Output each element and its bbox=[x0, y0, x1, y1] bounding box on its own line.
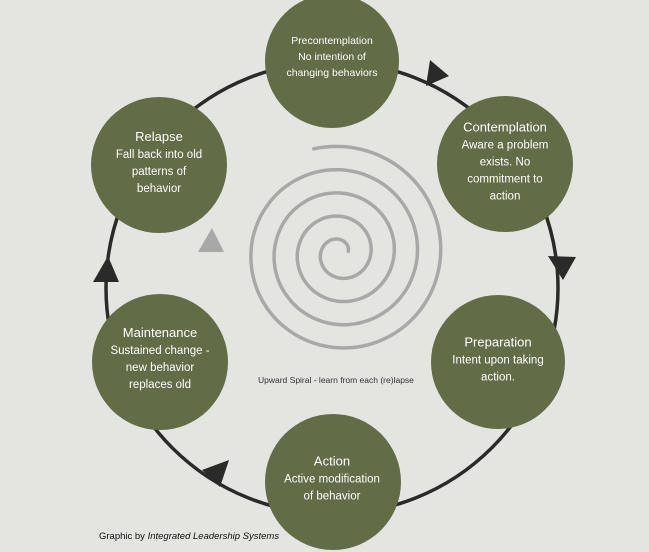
stage-circle-contemplation bbox=[437, 96, 573, 232]
stage-circle-precontemplation bbox=[265, 0, 399, 128]
stage-description-line: changing behaviors bbox=[286, 67, 378, 79]
graphic-credit: Graphic by Integrated Leadership Systems bbox=[99, 531, 279, 542]
stage-description-line: Aware a problem bbox=[461, 139, 549, 152]
stage-description-line: exists. No bbox=[479, 156, 531, 169]
stage-circle-relapse bbox=[91, 97, 227, 233]
stage-description-line: action. bbox=[481, 371, 515, 384]
stage-description-line: new behavior bbox=[125, 362, 195, 374]
cycle-arrows bbox=[93, 60, 576, 487]
stage-circles bbox=[91, 0, 573, 550]
upward-spiral bbox=[249, 144, 443, 350]
stage-title: Maintenance bbox=[122, 325, 198, 340]
stage-description-line: commitment to bbox=[467, 173, 543, 186]
spiral-arrow-icon bbox=[198, 228, 224, 252]
stage-description-line: patterns of bbox=[131, 166, 187, 178]
stage-description-line: behavior bbox=[136, 183, 182, 195]
stage-title: Action bbox=[313, 453, 351, 469]
stage-label-precontemplation: Precontemplation No intention of changing … bbox=[286, 33, 377, 81]
stage-circle-maintenance bbox=[92, 294, 228, 430]
stage-description-line: No intention of bbox=[298, 51, 366, 63]
stage-description-line: replaces old bbox=[128, 379, 192, 391]
stage-description-line: Intent upon taking bbox=[452, 354, 544, 367]
spiral-caption: Upward Spiral - learn from each (re)laps… bbox=[258, 375, 414, 385]
arrow-to-maintenance-icon bbox=[93, 256, 119, 282]
stage-description-line: Fall back into old bbox=[115, 149, 203, 161]
stage-description-line: Sustained change - bbox=[110, 345, 210, 357]
stage-description-line: Active modification bbox=[284, 473, 380, 486]
arrow-to-action-icon bbox=[202, 460, 229, 487]
arrow-to-contemplation-icon bbox=[426, 60, 449, 86]
arrow-to-preparation-icon bbox=[548, 256, 576, 280]
stage-circle-action bbox=[265, 414, 401, 550]
stage-title: Precontemplation bbox=[291, 35, 373, 47]
stage-description-line: of behavior bbox=[303, 490, 361, 503]
stage-title: Relapse bbox=[135, 129, 183, 144]
stage-title: Contemplation bbox=[463, 119, 547, 135]
stage-circle-preparation bbox=[431, 295, 565, 429]
stage-description-line: action bbox=[489, 190, 521, 203]
credit-org: Integrated Leadership Systems bbox=[147, 531, 280, 542]
credit-prefix: Graphic by bbox=[99, 531, 148, 542]
stage-title: Preparation bbox=[464, 334, 532, 350]
